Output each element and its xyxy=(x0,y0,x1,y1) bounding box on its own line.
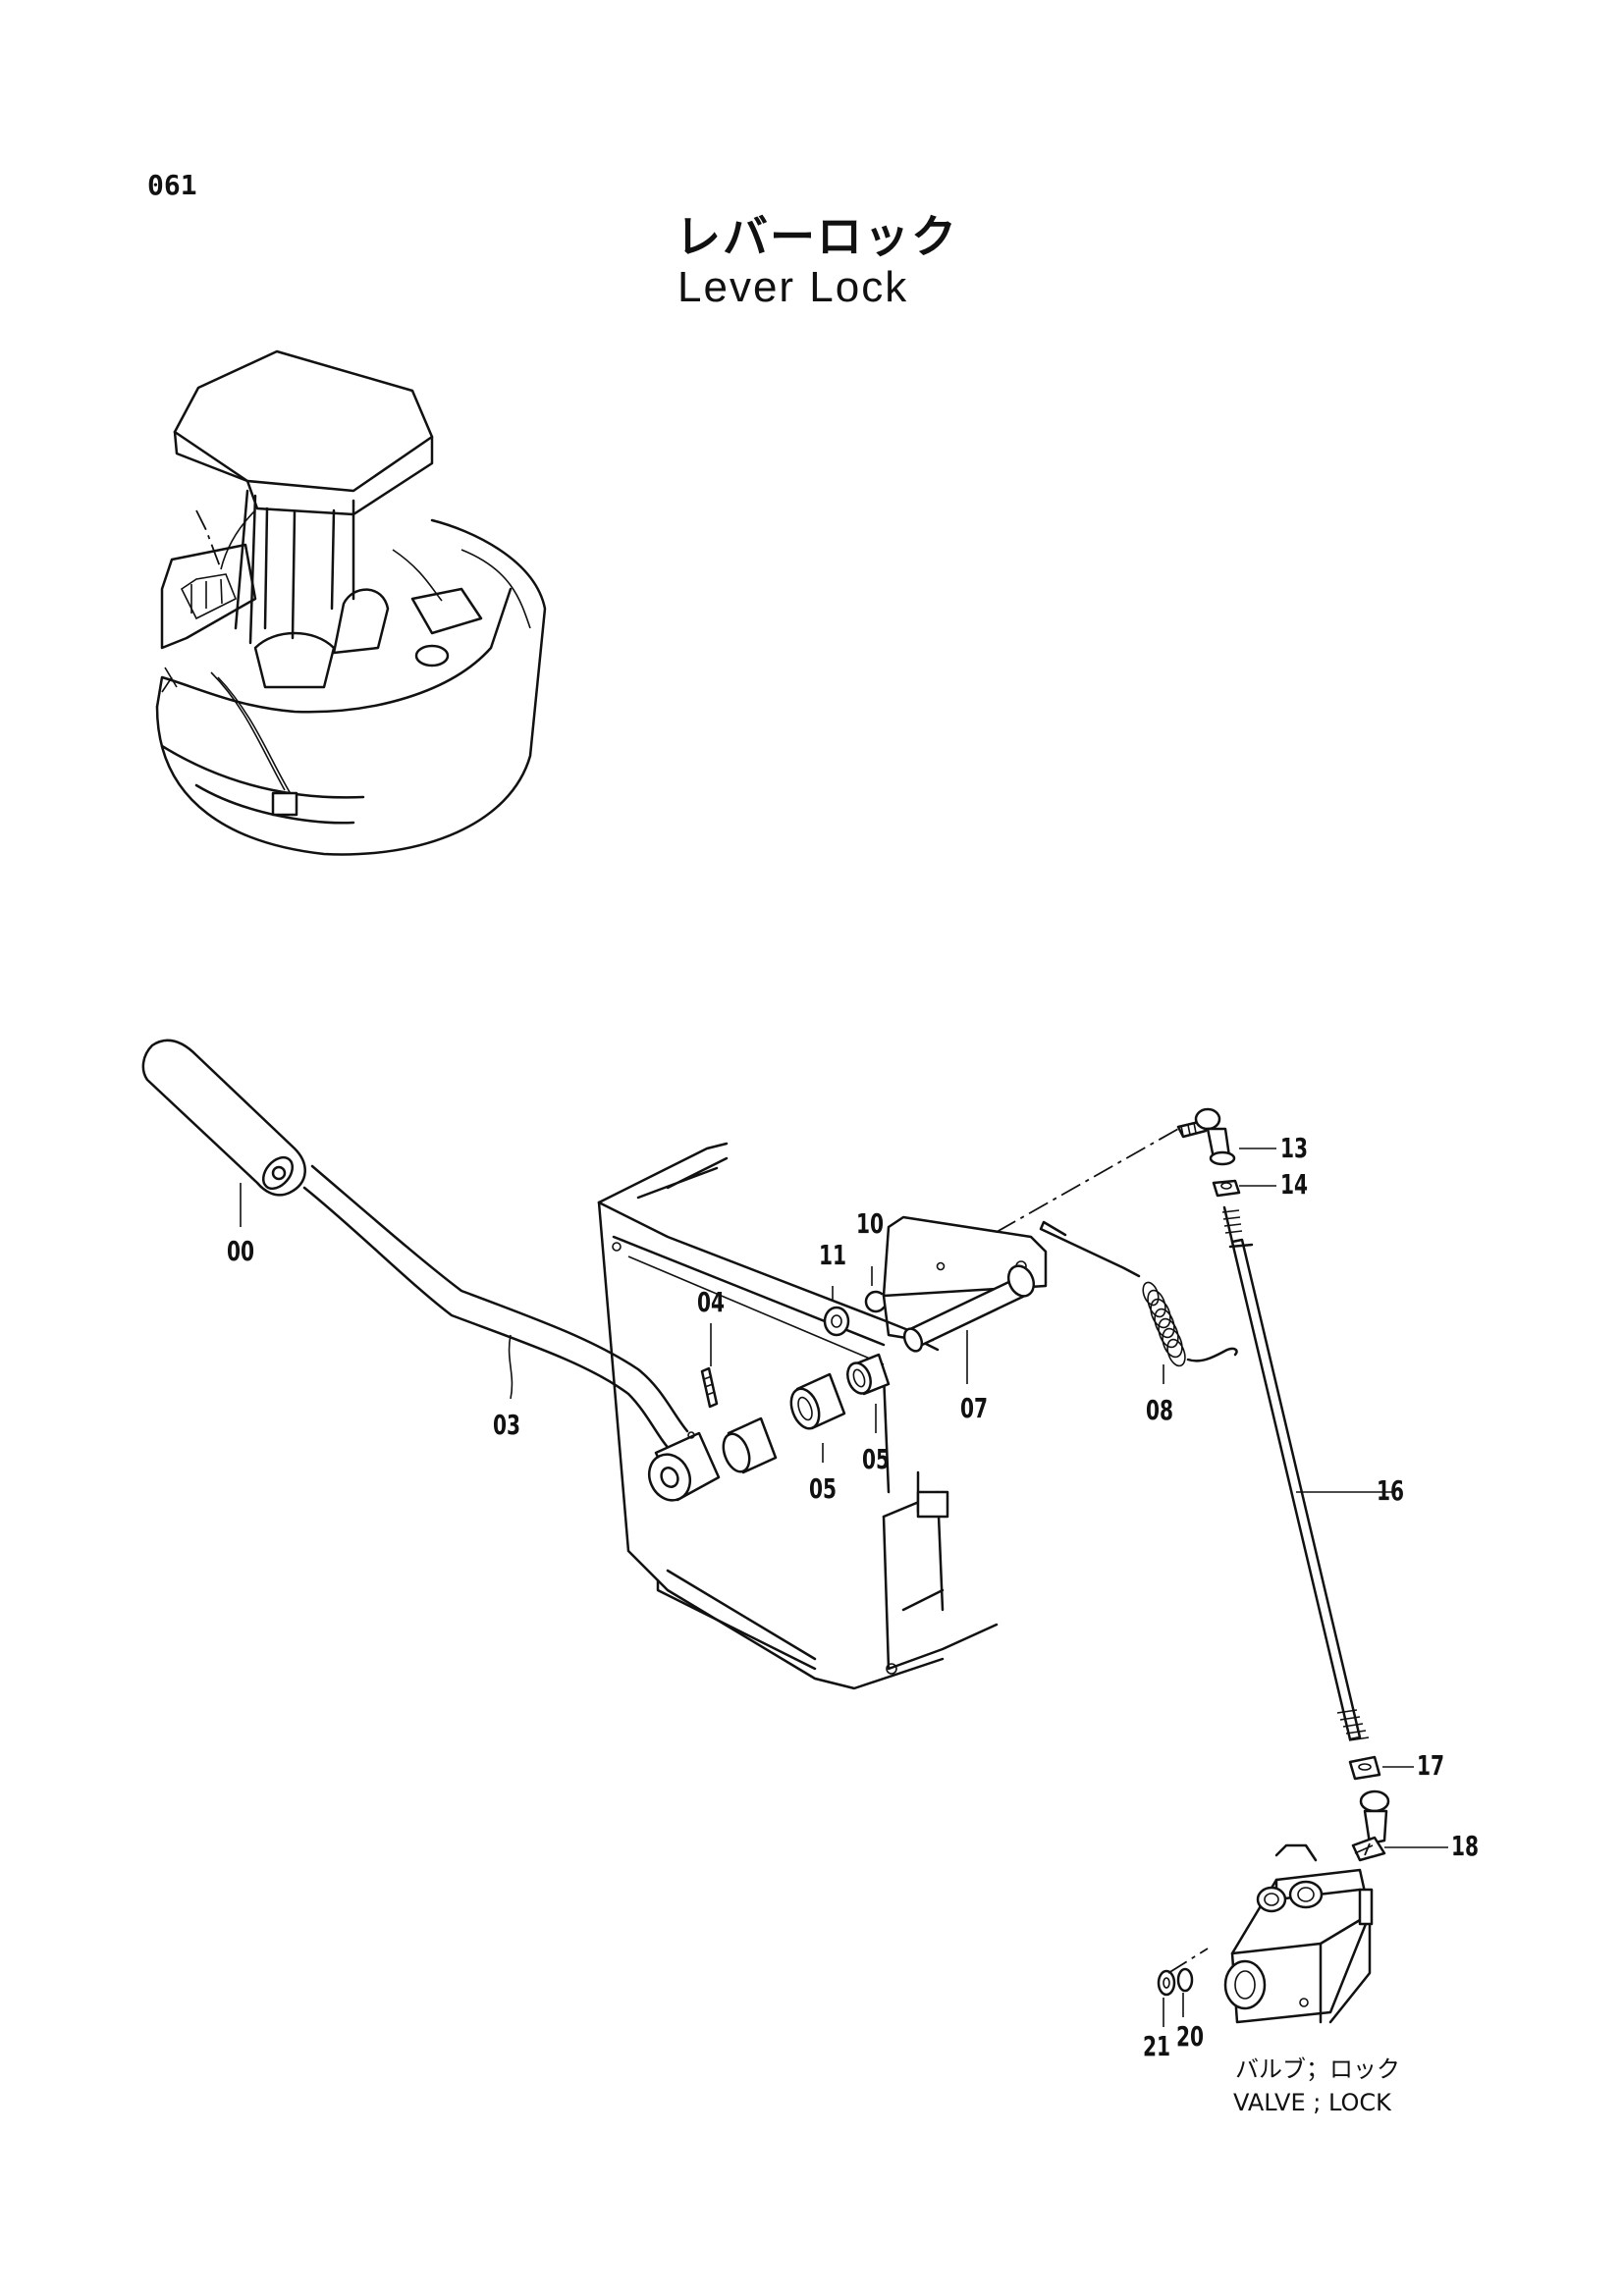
callout-05-bushing-right: 05 xyxy=(862,1443,891,1475)
page-number: 061 xyxy=(147,169,197,201)
callout-10: 10 xyxy=(856,1207,885,1240)
callout-18: 18 xyxy=(1451,1830,1480,1862)
valve-caption-japanese: バルブ；ロック xyxy=(1235,2056,1400,2083)
callout-17: 17 xyxy=(1417,1749,1445,1782)
callout-03: 03 xyxy=(493,1409,521,1441)
callout-11: 11 xyxy=(819,1239,847,1271)
lever-assembly-illustration xyxy=(141,509,1390,2024)
callout-08: 08 xyxy=(1146,1394,1174,1426)
machine-overview-illustration xyxy=(155,349,547,856)
callout-21: 21 xyxy=(1143,2030,1171,2062)
valve-caption-english: VALVE ; LOCK xyxy=(1233,2089,1391,2116)
callout-20: 20 xyxy=(1176,2020,1205,2053)
title-japanese: レバーロック xyxy=(676,210,958,263)
callout-14: 14 xyxy=(1280,1168,1309,1201)
callout-07: 07 xyxy=(960,1392,989,1424)
callout-05-bushing-left: 05 xyxy=(809,1472,838,1505)
callout-16: 16 xyxy=(1377,1474,1405,1507)
callout-00: 00 xyxy=(227,1235,255,1267)
title-english: Lever Lock xyxy=(677,263,909,311)
callout-04: 04 xyxy=(697,1286,726,1318)
callout-13: 13 xyxy=(1280,1132,1309,1164)
callout-leader-lines xyxy=(240,1148,1448,2027)
